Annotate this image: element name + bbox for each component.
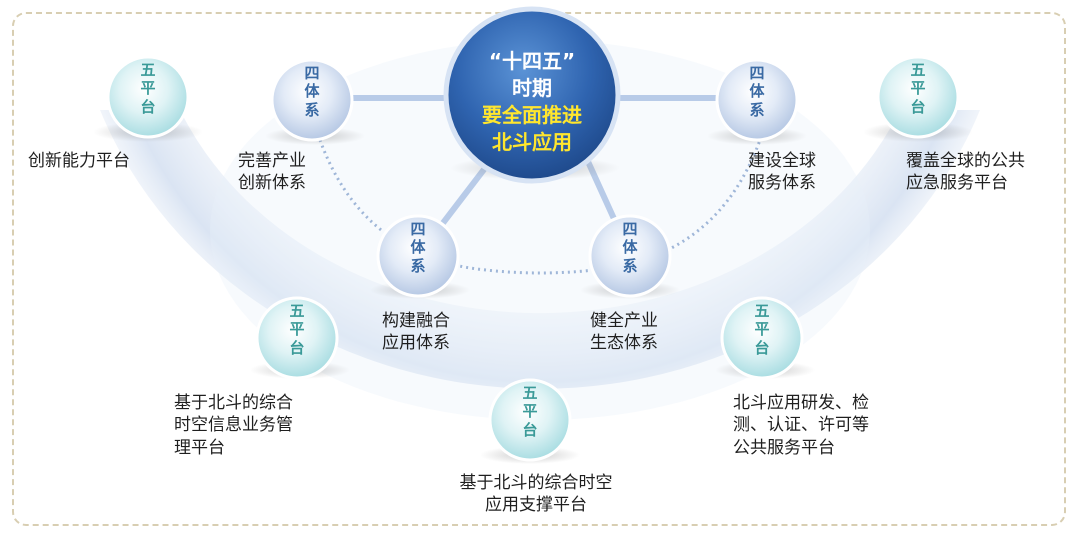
center-line-1: “十四五”	[488, 49, 576, 73]
badge-char: 体	[749, 82, 765, 101]
platform-label-innovation-capability: 创新能力平台	[28, 150, 130, 172]
system-circle	[715, 58, 799, 142]
system-badge: 四 体 系	[292, 64, 332, 119]
badge-char: 五	[289, 302, 305, 320]
badge-char: 四	[410, 220, 426, 238]
badge-char: 四	[304, 64, 320, 82]
label-line: 基于北斗的综合时空	[459, 473, 613, 493]
arc-glow-inner	[210, 40, 870, 420]
system-badge: 四 体 系	[610, 220, 650, 275]
badge-char: 平	[289, 320, 305, 339]
badge-char: 台	[754, 338, 770, 357]
label-line: 应急服务平台	[906, 173, 1008, 194]
badge-char: 系	[304, 100, 320, 119]
badge-char: 系	[410, 256, 426, 275]
label-line: 应用支撑平台	[485, 495, 587, 516]
platform-badge: 五 平 台	[277, 302, 317, 357]
system-label-integrated-application: 构建融合 应用体系	[382, 310, 450, 355]
label-line: 公共服务平台	[733, 437, 835, 458]
platform-circle	[720, 296, 804, 380]
label-line: 理平台	[174, 437, 225, 458]
platform-badge: 五 平 台	[510, 384, 550, 439]
platform-circle	[106, 55, 190, 139]
label-line: 生态体系	[590, 333, 658, 354]
badge-char: 体	[622, 238, 638, 257]
center-circle	[443, 6, 621, 184]
label-line: 北斗应用研发、检	[733, 393, 869, 413]
badge-char: 台	[522, 420, 538, 439]
badge-char: 五	[910, 61, 926, 79]
system-badge: 四 体 系	[398, 220, 438, 275]
badge-char: 平	[522, 402, 538, 421]
system-label-industry-innovation: 完善产业 创新体系	[238, 150, 306, 195]
platform-badge: 五 平 台	[742, 302, 782, 357]
label-line: 时空信息业务管	[174, 415, 293, 436]
platform-circle	[876, 55, 960, 139]
label-line: 基于北斗的综合	[174, 393, 293, 413]
badge-char: 台	[289, 338, 305, 357]
badge-char: 平	[754, 320, 770, 339]
badge-char: 平	[910, 79, 926, 98]
label-line: 覆盖全球的公共	[906, 151, 1025, 171]
platform-badge: 五 平 台	[898, 61, 938, 116]
center-title: “十四五” 时期 要全面推进 北斗应用	[450, 48, 614, 156]
badge-char: 体	[304, 82, 320, 101]
badge-char: 系	[749, 100, 765, 119]
badge-char: 五	[754, 302, 770, 320]
platform-label-application-support: 基于北斗的综合时空 应用支撑平台	[446, 472, 626, 517]
system-label-industry-ecology: 健全产业 生态体系	[590, 310, 658, 355]
badge-char: 台	[140, 97, 156, 116]
platform-label-public-service: 北斗应用研发、检 测、认证、许可等 公共服务平台	[733, 392, 869, 459]
dotted-arc	[318, 139, 762, 275]
platform-label-emergency-service: 覆盖全球的公共 应急服务平台	[906, 150, 1025, 195]
badge-char: 五	[522, 384, 538, 402]
badge-char: 系	[622, 256, 638, 275]
label-line: 创新体系	[238, 173, 306, 194]
badge-char: 体	[410, 238, 426, 257]
platform-label-spatiotemporal-management: 基于北斗的综合 时空信息业务管 理平台	[174, 392, 293, 459]
system-circle	[270, 58, 354, 142]
label-line: 构建融合	[382, 311, 450, 331]
badge-char: 台	[910, 97, 926, 116]
system-badge: 四 体 系	[737, 64, 777, 119]
badge-char: 平	[140, 79, 156, 98]
badge-char: 四	[622, 220, 638, 238]
system-circle	[588, 214, 672, 298]
badge-char: 五	[140, 61, 156, 79]
label-line: 健全产业	[590, 311, 658, 331]
label-line: 测、认证、许可等	[733, 415, 869, 436]
label-line: 服务体系	[748, 173, 816, 194]
center-line-2: 时期	[512, 76, 552, 100]
system-label-global-service: 建设全球 服务体系	[748, 150, 816, 195]
center-line-3: 要全面推进	[482, 103, 582, 127]
platform-circle	[255, 296, 339, 380]
label-line: 建设全球	[748, 151, 816, 171]
platform-badge: 五 平 台	[128, 61, 168, 116]
system-circle	[376, 214, 460, 298]
badge-char: 四	[749, 64, 765, 82]
label-line: 创新能力平台	[28, 151, 130, 171]
center-line-4: 北斗应用	[492, 130, 572, 154]
label-line: 应用体系	[382, 333, 450, 354]
platform-circle	[488, 378, 572, 462]
label-line: 完善产业	[238, 151, 306, 171]
